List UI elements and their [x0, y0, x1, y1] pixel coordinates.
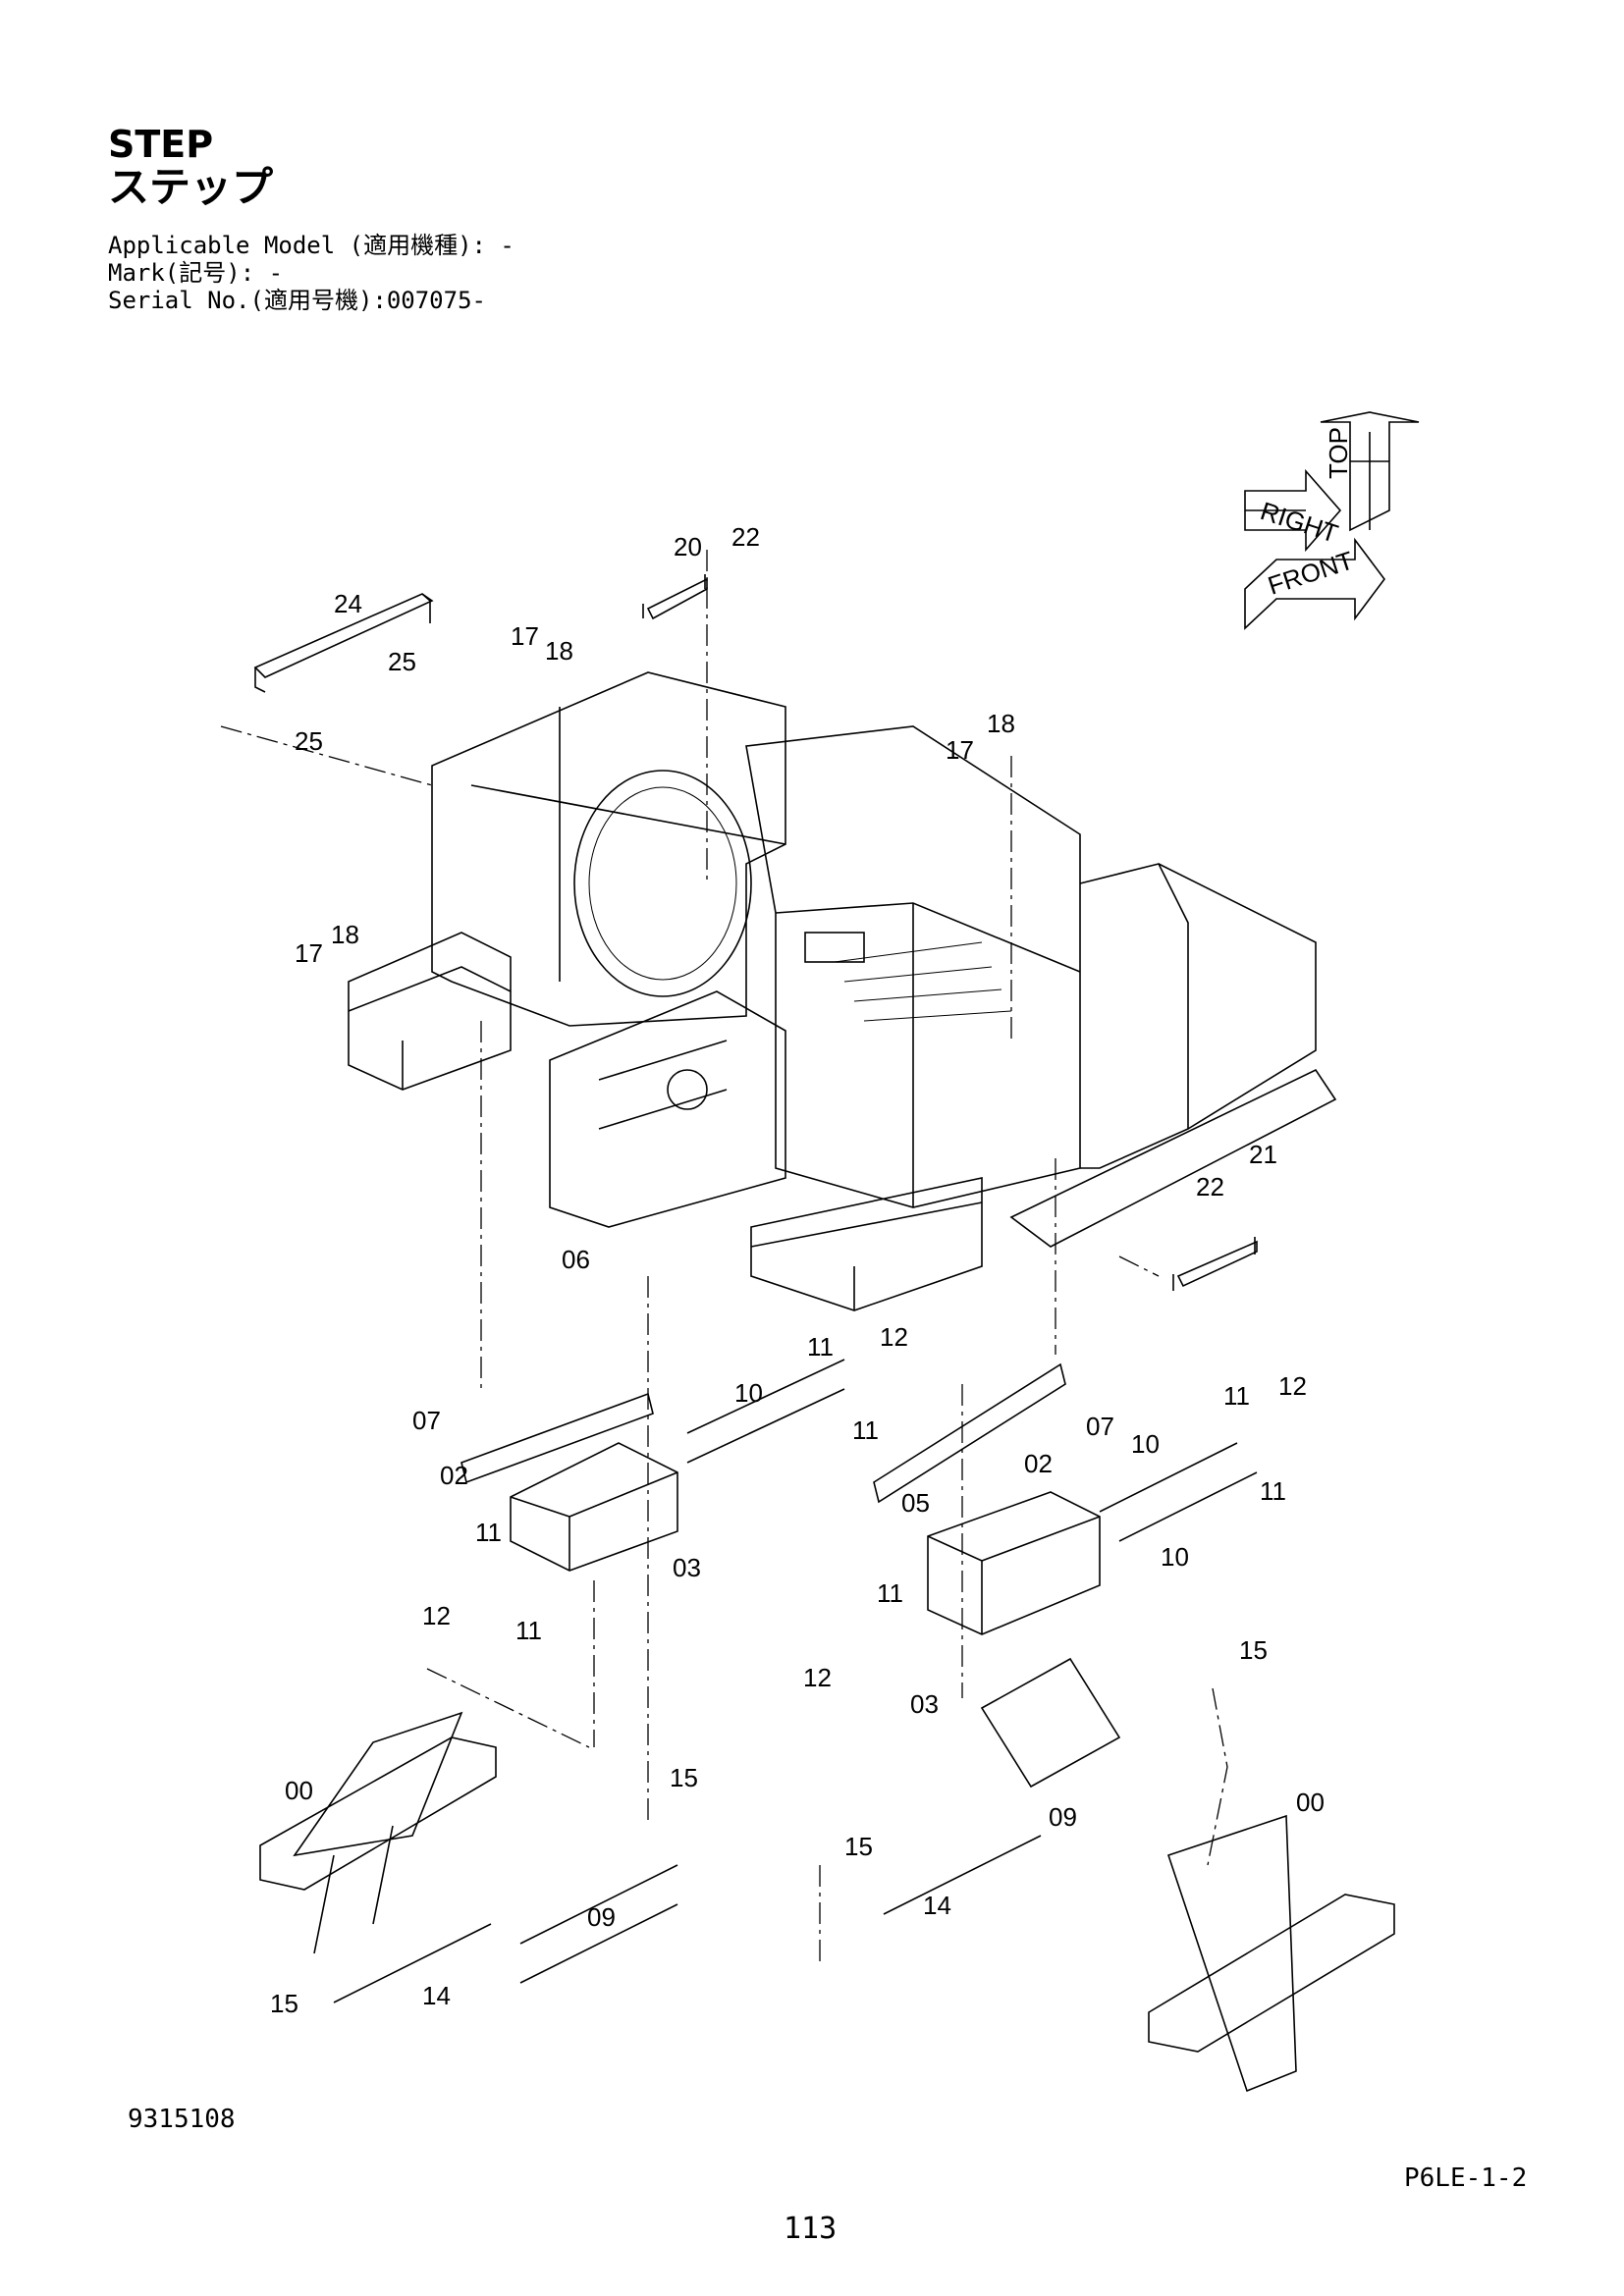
callout-11-b[interactable]: 11: [852, 1415, 879, 1445]
callout-18-right[interactable]: 18: [987, 709, 1015, 738]
callout-03-left[interactable]: 03: [673, 1553, 701, 1582]
direction-indicator: TOP RIGHT FRONT: [1244, 411, 1420, 630]
callout-15-right-upper[interactable]: 15: [1239, 1635, 1268, 1665]
callout-09-right[interactable]: 09: [1049, 1802, 1077, 1832]
callout-11-f[interactable]: 11: [515, 1616, 542, 1645]
left-step-assembly: [259, 1359, 845, 2003]
callout-06[interactable]: 06: [562, 1245, 590, 1274]
callout-12-g[interactable]: 12: [803, 1663, 832, 1692]
upper-frame-assembly: [253, 574, 1337, 1311]
callout-10-d[interactable]: 10: [1161, 1542, 1189, 1572]
page-code: P6LE-1-2: [1404, 2163, 1528, 2193]
callout-07-left[interactable]: 07: [412, 1406, 441, 1435]
direction-front-label: FRONT: [1265, 545, 1358, 600]
page-title: STEP: [108, 123, 214, 166]
callout-22-right[interactable]: 22: [1196, 1172, 1224, 1201]
callout-05[interactable]: 05: [901, 1488, 930, 1518]
callout-17-right[interactable]: 17: [946, 735, 974, 765]
callout-17-left[interactable]: 17: [295, 938, 323, 968]
callout-15-left-upper[interactable]: 15: [670, 1763, 698, 1792]
callout-03-right[interactable]: 03: [910, 1689, 939, 1719]
direction-right-label: RIGHT: [1257, 496, 1341, 549]
callout-11-a[interactable]: 11: [807, 1332, 834, 1362]
part-callouts: 20 22 24 25 25 17 18 17 18 17 18 21 22 0…: [270, 522, 1325, 2018]
callout-20[interactable]: 20: [674, 532, 702, 561]
callout-25-lower[interactable]: 25: [295, 726, 323, 756]
callout-07-right[interactable]: 07: [1086, 1412, 1114, 1441]
right-step-assembly: [873, 1362, 1395, 2093]
callout-12-e[interactable]: 12: [422, 1601, 451, 1630]
callout-00-right[interactable]: 00: [1296, 1788, 1325, 1817]
callout-15-right-lower[interactable]: 15: [844, 1832, 873, 1861]
mark: Mark(記号): -: [108, 259, 284, 287]
callout-10-a[interactable]: 10: [734, 1378, 763, 1408]
assembly-lines: [220, 550, 1228, 1963]
drawing-number: 9315108: [128, 2105, 236, 2134]
page-title-japanese: ステップ: [108, 163, 274, 211]
callout-18-left[interactable]: 18: [331, 920, 359, 949]
callout-12-c[interactable]: 12: [1278, 1371, 1307, 1401]
callout-21[interactable]: 21: [1249, 1140, 1277, 1169]
serial-number: Serial No.(適用号機):007075-: [108, 287, 486, 314]
applicable-model: Applicable Model (適用機種): -: [108, 232, 514, 259]
callout-09-left[interactable]: 09: [587, 1902, 616, 1932]
callout-11-c[interactable]: 11: [1223, 1381, 1250, 1411]
callout-02-right[interactable]: 02: [1024, 1449, 1053, 1478]
callout-11-e[interactable]: 11: [475, 1518, 502, 1547]
callout-24[interactable]: 24: [334, 589, 362, 618]
callout-11-d[interactable]: 11: [1260, 1476, 1286, 1506]
callout-02-left[interactable]: 02: [440, 1461, 468, 1490]
callout-15-left-lower[interactable]: 15: [270, 1989, 298, 2018]
callout-00-left[interactable]: 00: [285, 1776, 313, 1805]
callout-11-g[interactable]: 11: [877, 1578, 903, 1608]
callout-12-a[interactable]: 12: [880, 1322, 908, 1352]
callout-18-top[interactable]: 18: [545, 636, 573, 666]
callout-17-top[interactable]: 17: [511, 621, 539, 651]
callout-25-upper[interactable]: 25: [388, 647, 416, 676]
callout-14-left[interactable]: 14: [422, 1981, 451, 2010]
direction-top-label: TOP: [1324, 427, 1353, 479]
callout-22-top[interactable]: 22: [731, 522, 760, 552]
page-number: 113: [784, 2212, 838, 2246]
callout-14-right[interactable]: 14: [923, 1891, 951, 1920]
callout-10-c[interactable]: 10: [1131, 1429, 1160, 1459]
